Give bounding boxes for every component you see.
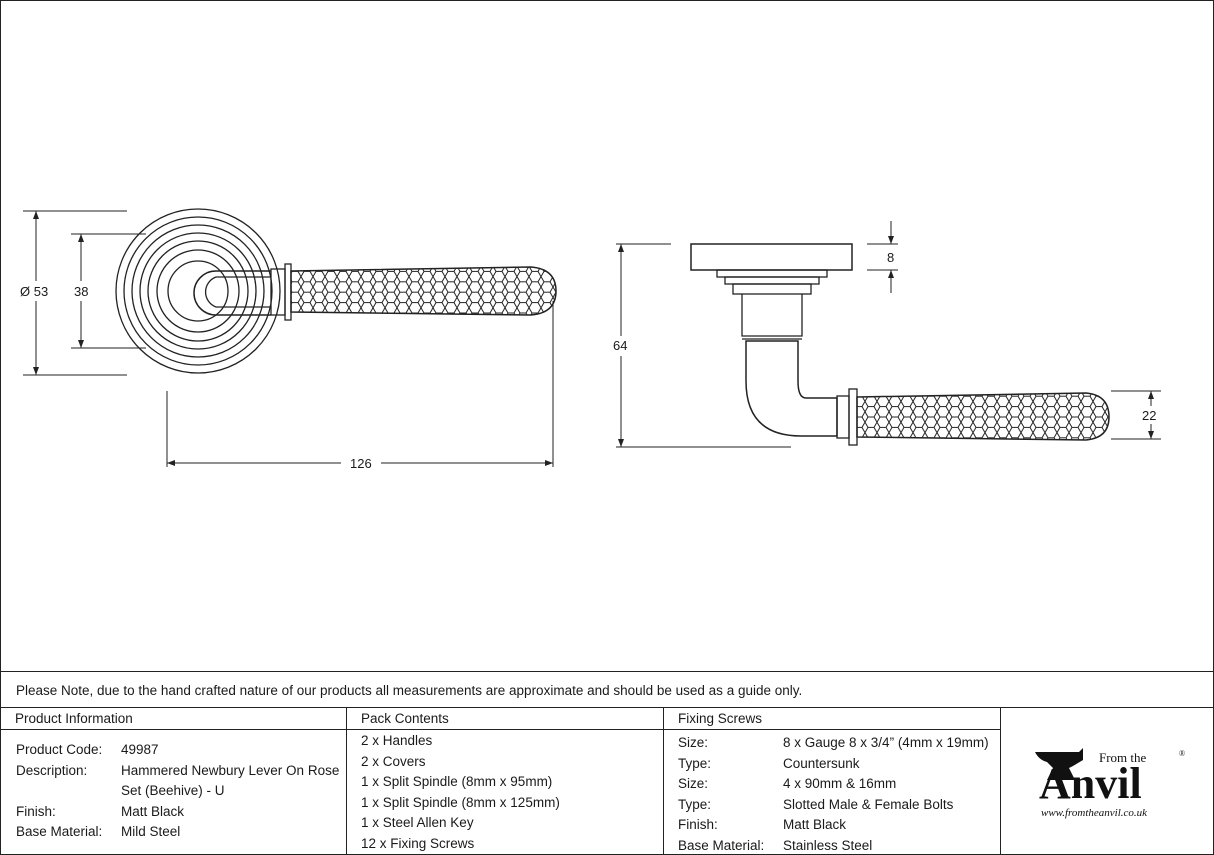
technical-drawing: Ø 53 38 126 64 8 22 bbox=[20, 208, 1161, 471]
screw-type-label: Type: bbox=[678, 755, 712, 771]
dim-rose-thickness: 8 bbox=[887, 250, 894, 265]
screw-type-value: Countersunk bbox=[783, 755, 860, 771]
spec-table: Product Information Product Code: 49987 D… bbox=[1, 708, 1214, 855]
pack-item: 12 x Fixing Screws bbox=[361, 835, 475, 851]
screw-finish-label: Finish: bbox=[678, 817, 718, 832]
finish-label: Finish: bbox=[16, 803, 56, 819]
anvil-icon bbox=[1035, 748, 1083, 780]
pack-item: 2 x Covers bbox=[361, 753, 426, 769]
description-value: Hammered Newbury Lever On Rose bbox=[121, 762, 340, 778]
logo-brand: Anvil bbox=[1039, 759, 1142, 808]
base-material-label: Base Material: bbox=[16, 824, 103, 839]
description-label: Description: bbox=[16, 762, 88, 778]
fixing-screws: Fixing Screws Size: 8 x Gauge 8 x 3/4” (4… bbox=[664, 708, 1001, 855]
lever-side-view bbox=[690, 243, 1110, 446]
product-information: Product Information Product Code: 49987 D… bbox=[1, 708, 347, 855]
bolt-size-label: Size: bbox=[678, 776, 709, 791]
screw-finish-value: Matt Black bbox=[783, 817, 847, 832]
dim-lever-length: 126 bbox=[350, 456, 372, 471]
bolt-type-value: Slotted Male & Female Bolts bbox=[783, 796, 954, 812]
finish-value: Matt Black bbox=[121, 803, 185, 819]
base-material-value: Mild Steel bbox=[121, 824, 181, 839]
logo-url: www.fromtheanvil.co.uk bbox=[1041, 807, 1148, 819]
screw-size-label: Size: bbox=[678, 735, 709, 750]
screw-size-value: 8 x Gauge 8 x 3/4” (4mm x 19mm) bbox=[783, 735, 989, 750]
dim-inner-rose: 38 bbox=[74, 284, 88, 299]
logo-from-the: From the bbox=[1099, 750, 1147, 765]
logo-registered: ® bbox=[1179, 749, 1185, 758]
rose-front-view bbox=[115, 208, 281, 374]
pack-contents-heading: Pack Contents bbox=[347, 708, 663, 730]
disclaimer-note: Please Note, due to the hand crafted nat… bbox=[1, 671, 1214, 708]
pack-contents: Pack Contents 2 x Handles 2 x Covers 1 x… bbox=[347, 708, 664, 855]
bolt-size-value: 4 x 90mm & 16mm bbox=[783, 776, 897, 791]
anvil-logo: From the ® Anvil www.fromtheanvil.co.uk bbox=[1035, 748, 1185, 819]
screw-material-label: Base Material: bbox=[678, 837, 765, 853]
lever-front bbox=[290, 266, 557, 316]
product-code-label: Product Code: bbox=[16, 742, 103, 757]
pack-item: 1 x Split Spindle (8mm x 125mm) bbox=[361, 794, 560, 810]
screw-material-value: Stainless Steel bbox=[783, 837, 873, 853]
pack-item: 2 x Handles bbox=[361, 733, 433, 748]
pack-item: 1 x Steel Allen Key bbox=[361, 815, 474, 830]
description-value-line2: Set (Beehive) - U bbox=[121, 783, 225, 798]
pack-item: 1 x Split Spindle (8mm x 95mm) bbox=[361, 774, 553, 789]
brand-logo-cell: From the ® Anvil www.fromtheanvil.co.uk bbox=[1001, 708, 1214, 855]
bolt-type-label: Type: bbox=[678, 796, 712, 812]
product-code-value: 49987 bbox=[121, 742, 159, 757]
product-information-heading: Product Information bbox=[1, 708, 346, 730]
fixing-screws-heading: Fixing Screws bbox=[664, 708, 1000, 730]
dim-total-height: 64 bbox=[613, 338, 627, 353]
dim-grip-diameter: 22 bbox=[1142, 408, 1156, 423]
dim-rose-diameter: Ø 53 bbox=[20, 284, 48, 299]
